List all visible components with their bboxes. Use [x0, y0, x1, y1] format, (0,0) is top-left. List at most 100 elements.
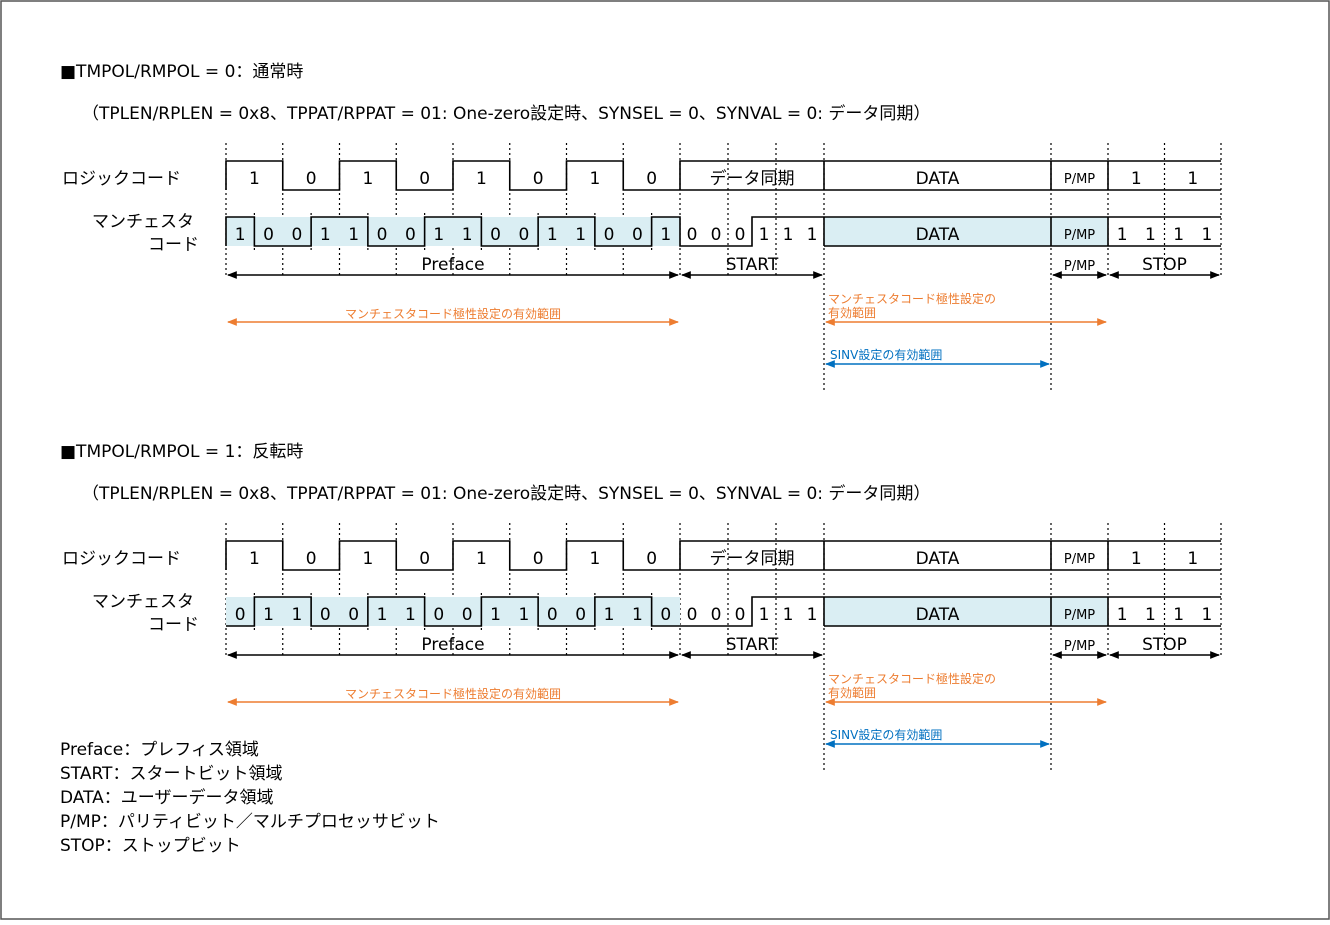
stop-range-label: STOP — [1142, 635, 1187, 655]
logic-waveform-preface — [225, 540, 680, 571]
manchester-bit-value: 0 — [632, 225, 643, 245]
manchester-bit-value: 1 — [462, 225, 473, 245]
manchester-bit-value: 0 — [348, 605, 359, 625]
logic-data-label: DATA — [916, 549, 960, 569]
pmp-range-label: P/MP — [1064, 639, 1095, 654]
stop-bit-value: 1 — [1117, 605, 1128, 625]
manchester-bit-value: 0 — [462, 605, 473, 625]
polarity-range-label-preface: マンチェスタコード極性設定の有効範囲 — [345, 306, 561, 321]
polarity-range-label-preface: マンチェスタコード極性設定の有効範囲 — [345, 686, 561, 701]
manchester-bit-value: 1 — [348, 225, 359, 245]
manchester-bit-value: 0 — [604, 225, 615, 245]
logic-bus-outline — [679, 160, 1221, 191]
start-bit-value: 1 — [807, 605, 818, 625]
stop-bit-value: 1 — [1173, 225, 1184, 245]
start-range-label: START — [726, 635, 779, 655]
manchester-bit-value: 1 — [490, 605, 501, 625]
logic-bit-value: 1 — [362, 549, 373, 569]
start-bit-value: 0 — [687, 605, 698, 625]
manchester-bus-outline — [824, 216, 1221, 247]
manchester-bit-value: 1 — [292, 605, 303, 625]
legend-item: P/MP：パリティビット／マルチプロセッサビット — [60, 812, 440, 832]
manchester-bit-value: 1 — [320, 225, 331, 245]
start-bit-value: 0 — [735, 225, 746, 245]
stop-bit-value: 1 — [1201, 225, 1212, 245]
manchester-bit-value: 0 — [235, 605, 246, 625]
manchester-bit-value: 1 — [405, 605, 416, 625]
logic-stop-bit: 1 — [1187, 549, 1198, 569]
polarity-range-label-data-line2: 有効範囲 — [828, 685, 876, 700]
manchester-code-label-line2: コード — [148, 615, 199, 635]
manchester-bit-value: 0 — [660, 605, 671, 625]
manchester-data-highlight — [824, 597, 1051, 626]
logic-bit-value: 1 — [249, 549, 260, 569]
manchester-bit-value: 0 — [490, 225, 501, 245]
legend-item: DATA：ユーザーデータ領域 — [60, 787, 273, 808]
stop-bit-value: 1 — [1145, 225, 1156, 245]
manchester-bit-value: 1 — [377, 605, 388, 625]
logic-bit-value: 1 — [362, 169, 373, 189]
logic-code-label: ロジックコード — [62, 549, 181, 569]
manchester-bit-value: 1 — [235, 225, 246, 245]
logic-code-label: ロジックコード — [62, 169, 181, 189]
manchester-bit-value: 0 — [320, 605, 331, 625]
logic-stop-bit: 1 — [1131, 169, 1142, 189]
logic-bit-value: 0 — [646, 549, 657, 569]
polarity-range-label-data-line2: 有効範囲 — [828, 305, 876, 320]
manchester-bit-value: 0 — [547, 605, 558, 625]
section-subheading: （TPLEN/RPLEN = 0x8、TPPAT/RPPAT = 01: One… — [82, 483, 930, 504]
start-bit-value: 1 — [783, 225, 794, 245]
manchester-bit-value: 1 — [575, 225, 586, 245]
logic-waveform-preface — [225, 160, 680, 191]
manchester-data-label: DATA — [916, 225, 960, 245]
logic-bit-value: 0 — [419, 549, 430, 569]
start-bit-value: 1 — [783, 605, 794, 625]
start-bit-value: 1 — [759, 605, 770, 625]
manchester-bit-value: 0 — [292, 225, 303, 245]
stop-bit-value: 1 — [1117, 225, 1128, 245]
manchester-bit-value: 1 — [632, 605, 643, 625]
stop-bit-value: 1 — [1201, 605, 1212, 625]
logic-pmp-label: P/MP — [1064, 552, 1095, 567]
manchester-data-label: DATA — [916, 605, 960, 625]
logic-bit-value: 1 — [249, 169, 260, 189]
manchester-waveform — [225, 216, 824, 247]
stop-bit-value: 1 — [1145, 605, 1156, 625]
manchester-pmp-label: P/MP — [1064, 608, 1095, 623]
start-range-label: START — [726, 255, 779, 275]
stop-range-label: STOP — [1142, 255, 1187, 275]
manchester-code-label-line2: コード — [148, 235, 199, 255]
logic-bit-value: 0 — [419, 169, 430, 189]
manchester-bit-value: 0 — [575, 605, 586, 625]
manchester-bit-value: 1 — [263, 605, 274, 625]
manchester-bit-value: 1 — [660, 225, 671, 245]
logic-bus-outline — [679, 540, 1221, 571]
preface-range-label: Preface — [421, 635, 484, 655]
start-bit-value: 0 — [687, 225, 698, 245]
manchester-code-label-line1: マンチェスタ — [92, 212, 194, 232]
logic-bit-value: 0 — [306, 169, 317, 189]
logic-bit-value: 1 — [476, 169, 487, 189]
legend-item: STOP：ストップビット — [60, 836, 241, 856]
manchester-bus-outline — [824, 596, 1221, 627]
logic-bit-value: 0 — [533, 169, 544, 189]
logic-stop-bit: 1 — [1187, 169, 1198, 189]
section-heading: ■TMPOL/RMPOL = 1：反転時 — [60, 442, 303, 462]
manchester-bit-value: 0 — [377, 225, 388, 245]
start-bit-value: 1 — [759, 225, 770, 245]
manchester-bit-value: 0 — [263, 225, 274, 245]
pmp-range-label: P/MP — [1064, 259, 1095, 274]
manchester-bit-value: 0 — [405, 225, 416, 245]
logic-bit-value: 1 — [476, 549, 487, 569]
logic-sync-label: データ同期 — [710, 548, 795, 569]
preface-range-label: Preface — [421, 255, 484, 275]
sinv-range-label: SINV設定の有効範囲 — [830, 727, 942, 742]
manchester-code-label-line1: マンチェスタ — [92, 592, 194, 612]
manchester-data-highlight — [824, 217, 1051, 246]
manchester-bit-value: 1 — [433, 225, 444, 245]
polarity-range-label-data-line1: マンチェスタコード極性設定の — [828, 291, 996, 306]
stop-bit-value: 1 — [1173, 605, 1184, 625]
logic-pmp-label: P/MP — [1064, 172, 1095, 187]
logic-sync-label: データ同期 — [710, 168, 795, 189]
